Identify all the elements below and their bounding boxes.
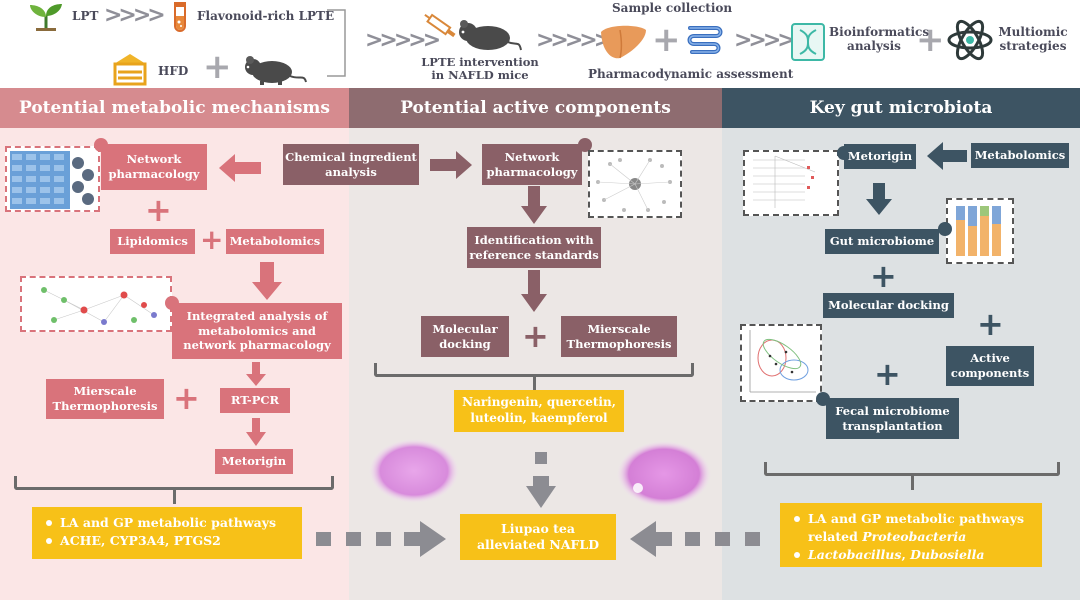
bioinformatics-label: Bioinformatics analysis [829,25,930,53]
conclusion-box: Liupao tea alleviated NAFLD [460,514,616,560]
arrow-down-icon [246,418,266,446]
left-metabolomics-box: Metabolomics [226,229,324,254]
intervention-label: LPTE intervention in NAFLD mice [421,55,539,83]
right-result-text: Lactobacillus, Dubosiella [808,547,985,563]
food-box-icon [113,54,147,86]
network-thumbnail [20,276,172,332]
left-panel-header: Potential metabolic mechanisms [0,88,349,128]
middle-bracket [374,363,694,391]
compounds-box: Naringenin, quercetin, luteolin, kaempfe… [454,390,624,432]
plus-icon: + [916,20,945,60]
top-workflow: LPT >>>> Flavonoid-rich LPTE HFD + >>>>> [0,0,1080,88]
identification-box: Identification with reference standards [467,227,601,268]
syringe-mouse-icon [424,13,522,51]
plus-icon: + [145,191,172,229]
arrow-down-icon [521,186,547,224]
right-summary-bracket [764,462,1060,490]
taxonomy-thumbnail [743,150,839,216]
middle-docking-box: Molecular docking [421,316,509,357]
intestine-icon [687,26,723,54]
test-tube-icon [174,2,186,32]
dashed-arrow-right-icon [316,521,446,557]
plus-icon: + [203,47,232,87]
abundance-thumbnail [946,198,1014,264]
middle-mst-box: Mierscale Thermophoresis [561,316,677,357]
histology-image [369,439,459,503]
right-result-item: Lactobacillus, Dubosiella [794,546,1032,564]
lipidomics-box: Lipidomics [110,229,195,254]
left-result-box: LA and GP metabolic pathways ACHE, CYP3A… [32,507,302,559]
chevron-arrows-icon: >>>>> [536,28,612,53]
integrated-analysis-box: Integrated analysis of metabolomics and … [172,303,342,359]
arrow-right-icon [430,151,472,179]
plus-icon: + [522,317,549,355]
chevron-arrows-icon: >>>>> [365,28,441,53]
lpt-label: LPT [72,9,99,23]
plus-icon: + [652,20,681,60]
rtpcr-box: RT-PCR [220,388,290,413]
plus-icon: + [870,257,897,295]
flavonoid-label: Flavonoid-rich LPTE [197,9,335,23]
pharmacodynamic-label: Pharmacodynamic assessment [588,67,794,81]
arrow-down-icon [521,270,547,312]
plus-icon: + [200,223,224,256]
left-metorigin-box: Metorigin [215,449,293,474]
dashed-arrow-down-icon [526,452,556,508]
arrow-down-icon [252,262,282,300]
left-summary-bracket [14,476,334,504]
atom-icon [947,19,993,61]
left-network-pharmacology-box: Network pharmacology [101,144,207,190]
plus-icon: + [173,379,200,417]
chevron-arrows-icon: >>>> [734,28,796,53]
arrow-left-icon [219,154,261,182]
plus-icon: + [977,305,1004,343]
gut-microbiome-box: Gut microbiome [825,229,939,254]
arrow-down-icon [246,362,266,386]
mouse-icon [245,56,307,85]
right-metabolomics-box: Metabolomics [971,143,1069,168]
compound-network-thumbnail [588,150,682,218]
left-result-item: ACHE, CYP3A4, PTGS2 [46,532,292,550]
sprout-icon [30,4,62,31]
sample-collection-label: Sample collection [612,1,733,15]
group-bracket [327,9,346,77]
connector-dot [938,222,952,236]
left-mst-box: Mierscale Thermophoresis [46,379,164,419]
chevron-arrows-icon: >>>> [104,3,166,28]
histology-image [617,441,711,507]
dashed-arrow-left-icon [630,521,760,557]
arrow-left-icon [927,142,967,170]
multiomic-label: Multiomic strategies [998,25,1068,53]
arrow-down-icon [866,183,892,215]
pca-thumbnail [740,324,822,402]
right-metorigin-box: Metorigin [844,144,916,169]
middle-panel-header: Potential active components [349,88,722,128]
chemical-analysis-box: Chemical ingredient analysis [283,144,419,185]
right-panel-header: Key gut microbiota [722,88,1080,128]
heatmap-thumbnail [5,146,100,212]
fmt-box: Fecal microbiome transplantation [826,398,959,439]
connector-dot [578,138,592,152]
plus-icon: + [874,355,901,393]
middle-network-pharmacology-box: Network pharmacology [482,144,582,185]
liver-icon [601,25,646,59]
right-docking-box: Molecular docking [823,293,954,318]
left-result-item: LA and GP metabolic pathways [46,514,292,532]
active-components-box: Active components [946,346,1034,386]
hfd-label: HFD [158,64,189,78]
dna-icon [791,23,825,61]
